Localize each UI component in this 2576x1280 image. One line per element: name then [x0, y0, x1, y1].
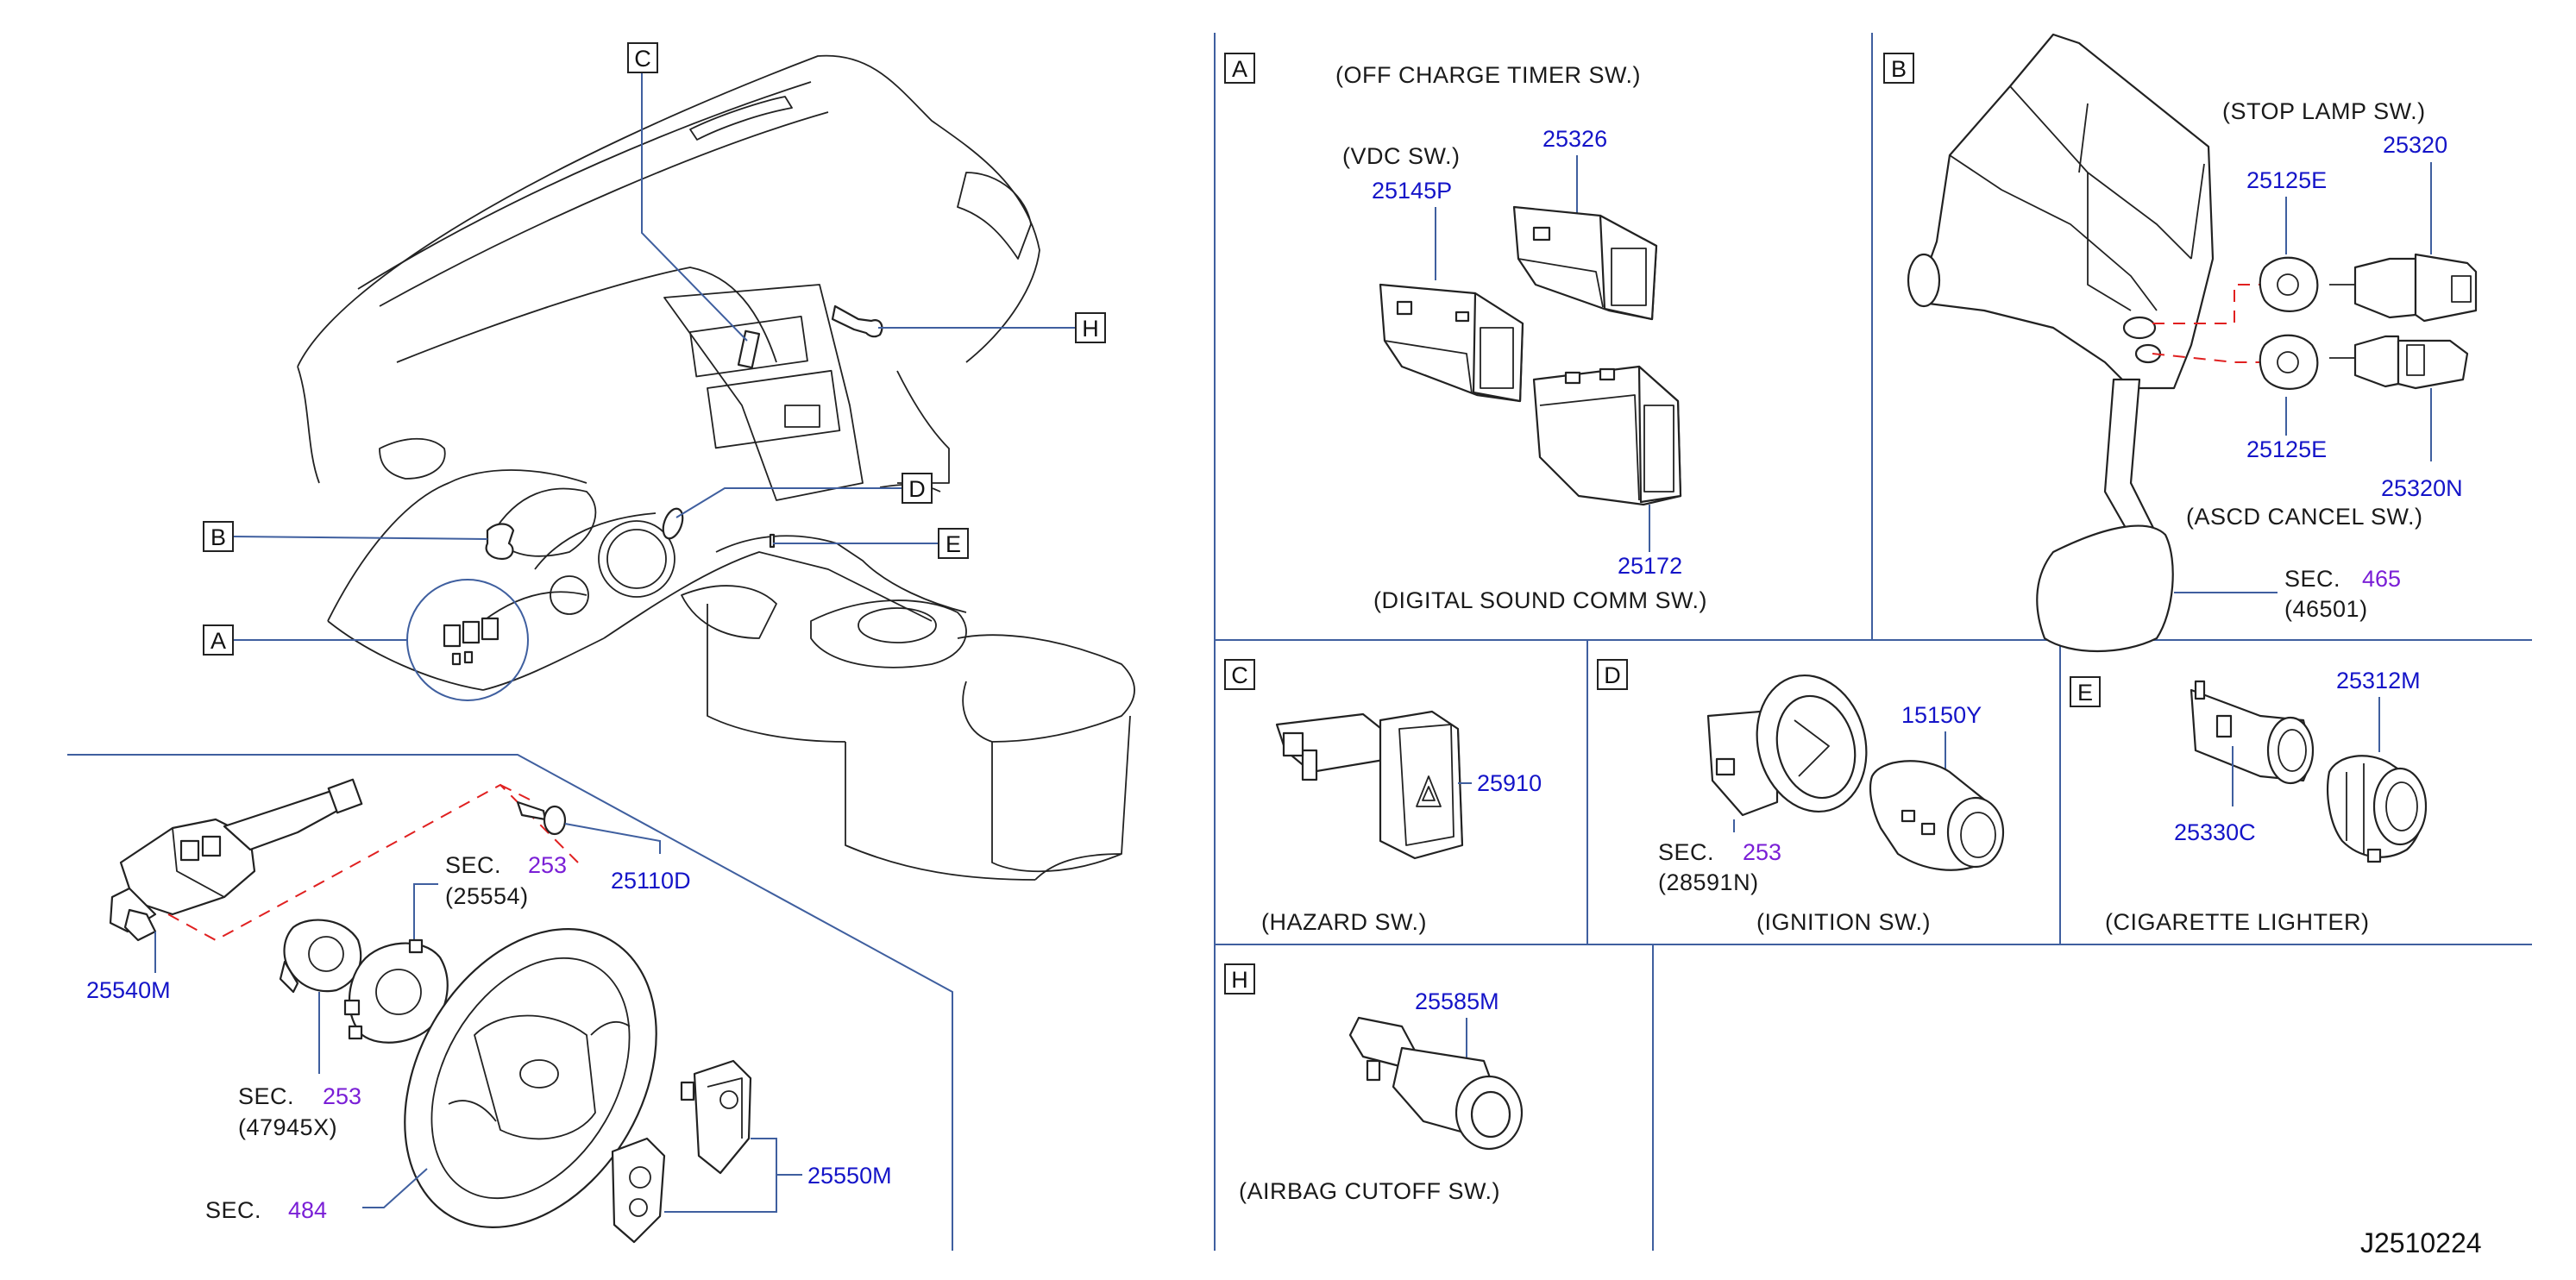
sec-253-a-label: SEC.	[445, 852, 501, 878]
sec-253-b-label: SEC.	[238, 1083, 294, 1109]
part-number-25330c: 25330C	[2174, 819, 2256, 845]
panel-dividers	[67, 33, 2532, 1251]
switch-25172-icon	[1532, 365, 1682, 506]
callout-d: D	[902, 473, 933, 504]
switch-25326-icon	[1512, 205, 1658, 321]
panel-e: E 25312M 25330C (CIGARETTE LIGHTER)	[2070, 668, 2428, 935]
panel-b: B (STOP LAMP SW.) 25320 25125E	[1883, 33, 2478, 653]
spiral-cable-icon	[279, 919, 362, 994]
combination-switch-25540m-icon	[109, 778, 363, 942]
stop-lamp-switch-25320-icon	[2329, 253, 2478, 323]
sec-465-label: SEC.	[2284, 566, 2340, 592]
airbag-cutoff-title: (AIRBAG CUTOFF SW.)	[1239, 1178, 1500, 1204]
part-number-25540m: 25540M	[86, 977, 171, 1003]
svg-text:A: A	[1232, 56, 1247, 82]
sec-253-b-ref: (47945X)	[238, 1114, 337, 1140]
svg-text:B: B	[1891, 56, 1907, 82]
lighter-socket-25330c-icon	[2190, 680, 2315, 785]
digital-sound-comm-title: (DIGITAL SOUND COMM SW.)	[1373, 587, 1707, 613]
part-number-25145p: 25145P	[1372, 178, 1452, 204]
callout-b: B	[203, 521, 234, 552]
part-number-25320: 25320	[2383, 132, 2447, 158]
svg-text:E: E	[946, 531, 961, 557]
sec-253-number: 253	[1743, 839, 1781, 865]
part-number-25125e-top: 25125E	[2246, 167, 2327, 193]
callout-a: A	[203, 624, 234, 656]
steering-angle-sensor-icon	[343, 938, 449, 1044]
cigarette-lighter-25312m-icon	[2327, 755, 2428, 863]
pedal-bracket-icon	[1907, 33, 2215, 390]
sec-465-number: 465	[2362, 566, 2401, 592]
svg-text:D: D	[908, 476, 926, 502]
svg-text:H: H	[1231, 967, 1248, 993]
panel-c: C 25910 (HAZARD SW.)	[1224, 659, 1542, 935]
part-number-25125e-bottom: 25125E	[2246, 436, 2327, 462]
svg-text:E: E	[2077, 680, 2093, 706]
svg-text:D: D	[1604, 662, 1621, 688]
clip-25125e-bottom-icon	[2259, 334, 2319, 390]
svg-text:A: A	[210, 628, 226, 654]
callout-e: E	[938, 528, 969, 559]
ascd-switch-25320n-icon	[2329, 335, 2469, 390]
dashboard-illustration	[297, 54, 1135, 881]
steering-wheel-icon	[404, 928, 657, 1228]
part-number-25550m: 25550M	[807, 1163, 892, 1189]
hazard-sw-title: (HAZARD SW.)	[1261, 909, 1427, 935]
part-number-25312m: 25312M	[2336, 668, 2421, 693]
area-a-highlight	[406, 579, 529, 701]
ignition-cylinder-icon	[1706, 674, 1868, 817]
vdc-sw-title: (VDC SW.)	[1342, 143, 1461, 169]
svg-text:B: B	[210, 524, 226, 550]
airbag-cutoff-switch-icon	[1348, 1016, 1524, 1151]
steering-switch-25550m-lower-icon	[611, 1137, 666, 1244]
part-number-25320n: 25320N	[2381, 475, 2463, 501]
part-number-25910: 25910	[1477, 770, 1542, 796]
steering-section: 25540M 25110D SEC. 253 (25554) SEC. 253	[86, 778, 892, 1244]
stop-lamp-title: (STOP LAMP SW.)	[2222, 98, 2426, 124]
svg-text:C: C	[634, 46, 651, 72]
screw-25110d-icon	[516, 800, 567, 836]
callout-c: C	[627, 42, 658, 73]
sec-253-label: SEC.	[1658, 839, 1714, 865]
panel-d: D 15150Y SEC. 253 (28591N) (IGNITION SW.…	[1597, 659, 2005, 935]
callout-h: H	[1075, 312, 1106, 343]
part-number-25172: 25172	[1618, 553, 1682, 579]
part-number-25585m: 25585M	[1415, 988, 1499, 1014]
highlighted-parts	[485, 304, 883, 561]
switch-25145p-icon	[1379, 283, 1524, 403]
svg-text:H: H	[1082, 316, 1099, 342]
sec-484-number: 484	[288, 1197, 327, 1223]
sec-484-label: SEC.	[205, 1197, 261, 1223]
diagram-code: J2510224	[2360, 1227, 2482, 1258]
off-charge-timer-title: (OFF CHARGE TIMER SW.)	[1335, 62, 1641, 88]
steering-switch-25550m-upper-icon	[680, 1059, 752, 1175]
ascd-cancel-title: (ASCD CANCEL SW.)	[2186, 504, 2423, 530]
sec-465-ref: (46501)	[2284, 596, 2368, 622]
part-number-25326: 25326	[1542, 126, 1607, 152]
part-number-25110d: 25110D	[611, 868, 691, 894]
cigarette-lighter-title: (CIGARETTE LIGHTER)	[2105, 909, 2370, 935]
svg-text:C: C	[1231, 662, 1248, 688]
part-number-15150y: 15150Y	[1901, 702, 1982, 728]
callout-leaders	[232, 73, 1076, 641]
ignition-sw-title: (IGNITION SW.)	[1756, 909, 1931, 935]
key-ring-15150y-icon	[1869, 760, 2005, 871]
sec-253-a-number: 253	[528, 852, 567, 878]
hazard-switch-25910-icon	[1275, 710, 1464, 860]
panel-a: A (OFF CHARGE TIMER SW.) (VDC SW.) 25326…	[1224, 53, 1707, 613]
sec-253-b-number: 253	[323, 1083, 361, 1109]
sec-253-ref: (28591N)	[1658, 869, 1759, 895]
panel-h: H 25585M (AIRBAG CUTOFF SW.)	[1224, 963, 1524, 1204]
sec-253-a-ref: (25554)	[445, 883, 529, 909]
clip-25125e-top-icon	[2259, 256, 2319, 312]
